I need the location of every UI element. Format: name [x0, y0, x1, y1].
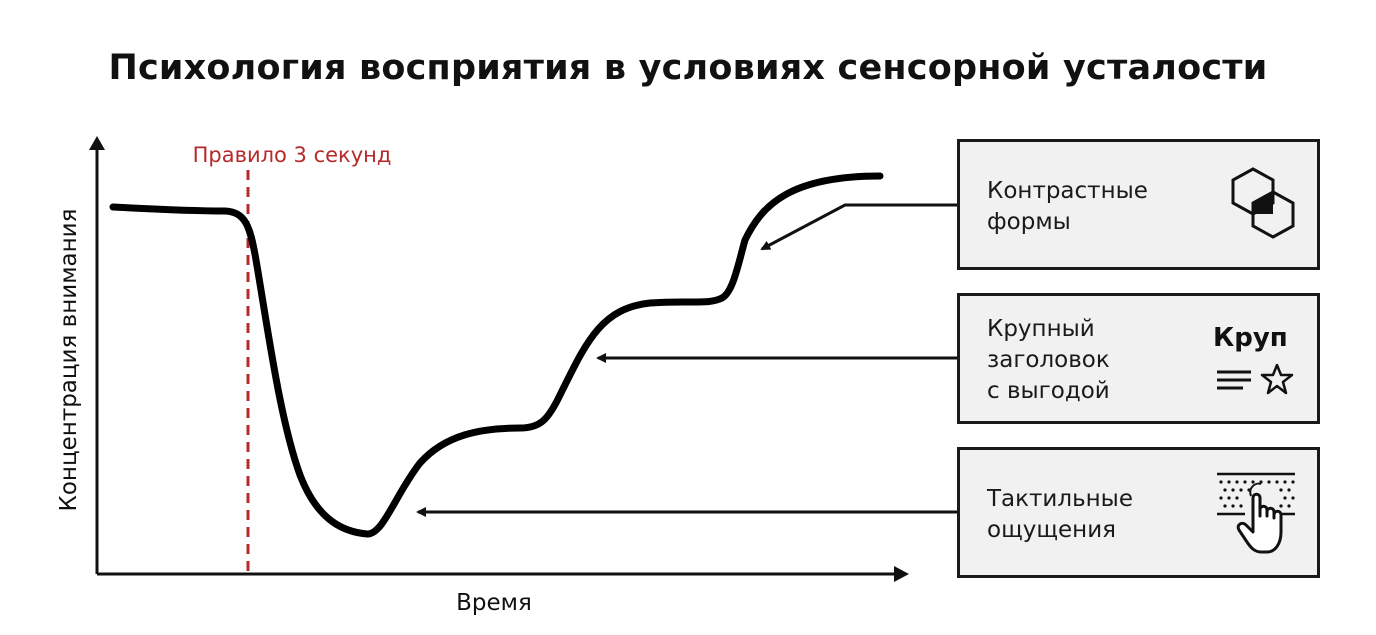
tactile-label: Тактильные ощущения: [987, 486, 1133, 543]
arrow-contrast-forms: [760, 203, 957, 251]
large-headline-label: Крупный заголовок с выгодой: [987, 316, 1110, 404]
attention-curve: [109, 172, 884, 538]
y-axis-label: Концентрация внимания: [56, 209, 82, 512]
x-axis-arrowhead: [894, 566, 909, 582]
y-axis-arrowhead: [89, 136, 105, 150]
contrast-forms-label: Контрастные формы: [987, 178, 1148, 235]
page-title: Психология восприятия в условиях сенсорн…: [108, 48, 1268, 88]
touch-texture-icon: [1217, 472, 1295, 554]
hexagons-icon: [1231, 167, 1295, 239]
headline-icon-text: Круп: [1213, 323, 1288, 353]
large-headline-box: Крупный заголовок с выгодой: [957, 293, 1320, 424]
three-second-rule-label: Правило 3 секунд: [193, 143, 392, 167]
tactile-box: Тактильные ощущения: [957, 447, 1320, 578]
x-axis-label: Время: [456, 590, 532, 616]
contrast-forms-box: Контрастные формы: [957, 139, 1320, 270]
headline-star-icon: [1217, 363, 1294, 395]
